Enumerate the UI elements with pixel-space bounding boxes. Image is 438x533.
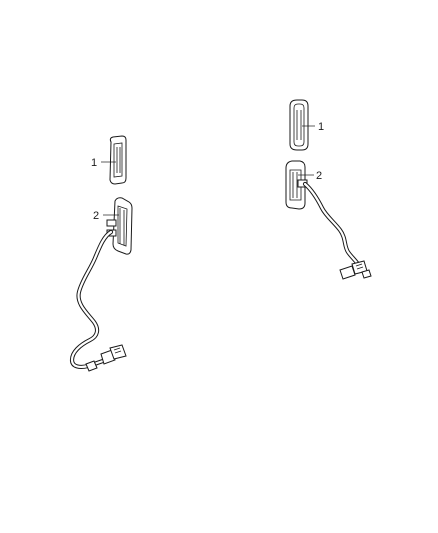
- left-callout-2: 2: [93, 210, 99, 222]
- left-wire-harness: [69, 229, 114, 369]
- left-connector: [85, 344, 127, 372]
- right-callout-1: 1: [318, 121, 324, 133]
- right-lamp-lens: [289, 99, 309, 151]
- right-assembly: 1 2: [285, 99, 372, 280]
- left-assembly: 1 2: [69, 135, 133, 372]
- right-connector: [339, 260, 372, 280]
- right-callout-2: 2: [316, 170, 322, 182]
- left-bracket: [106, 197, 133, 255]
- left-callout-1: 1: [91, 157, 97, 169]
- right-wire-harness: [302, 181, 363, 271]
- left-lamp-lens: [109, 135, 127, 185]
